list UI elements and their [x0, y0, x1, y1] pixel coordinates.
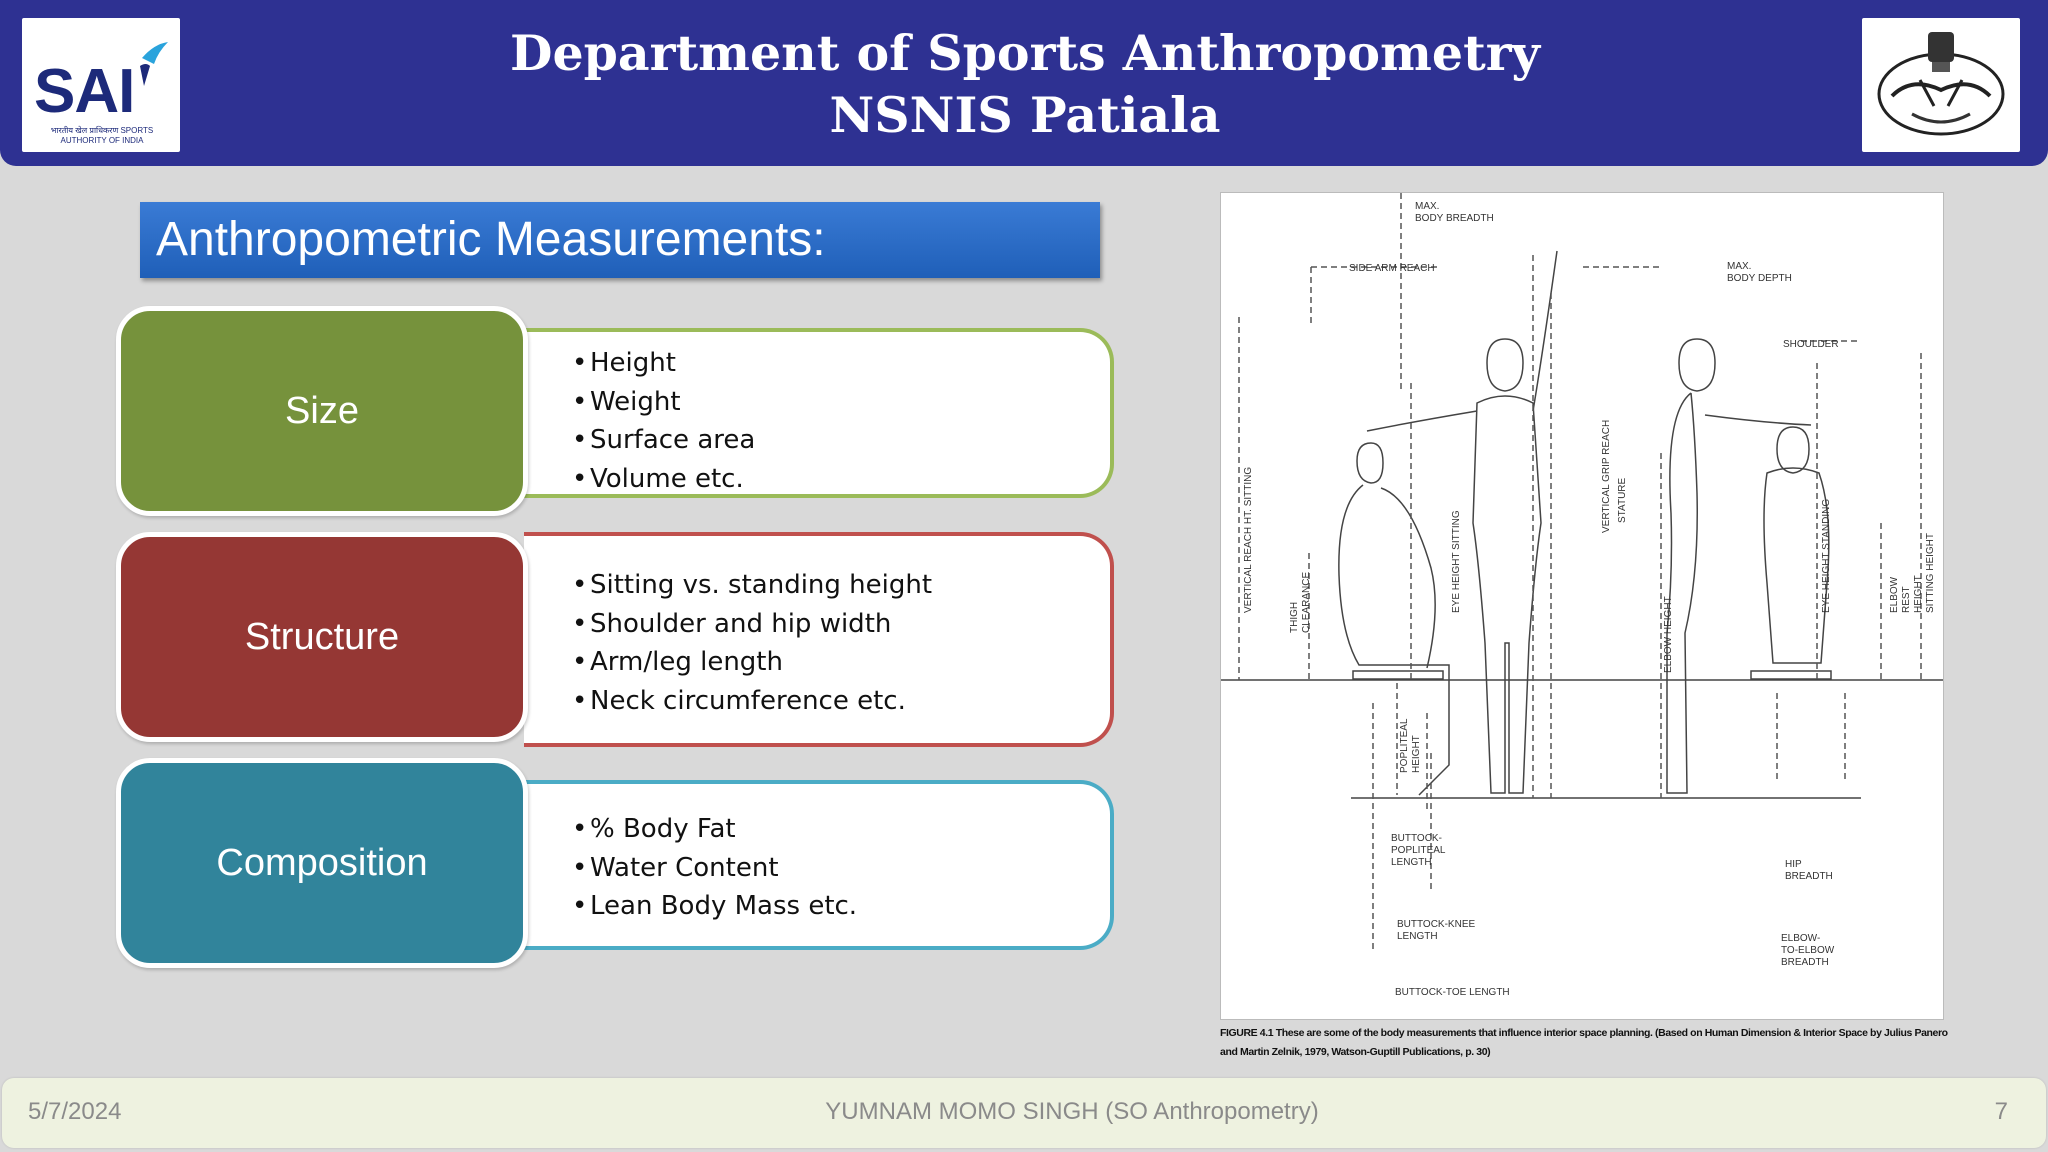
figure-label: BUTTOCK-TOE LENGTH: [1395, 987, 1510, 998]
anthropometry-figure: MAX. BODY BREADTH SIDE ARM REACH MAX. BO…: [1220, 192, 1944, 1020]
size-details-box: Height Weight Surface area Volume etc.: [524, 328, 1114, 498]
figure-label: ELBOW HEIGHT: [1663, 596, 1674, 673]
section-title: Anthropometric Measurements:: [140, 202, 1100, 278]
figure-label: ELBOW REST HEIGHT: [1889, 575, 1924, 613]
figure-label: ELBOW- TO-ELBOW BREADTH: [1781, 933, 1835, 968]
figure-label: SIDE ARM REACH: [1349, 263, 1435, 274]
list-item: Surface area: [572, 421, 1110, 460]
structure-category-label: Structure: [116, 532, 528, 742]
footer-author: YUMNAM MOMO SINGH (SO Anthropometry): [825, 1098, 1319, 1125]
figure-label: THIGH CLEARANCE: [1289, 571, 1312, 633]
size-list: Height Weight Surface area Volume etc.: [572, 344, 1110, 498]
structure-details-box: Sitting vs. standing height Shoulder and…: [524, 532, 1114, 747]
sai-logo: SAI भारतीय खेल प्राधिकरण SPORTS AUTHORIT…: [22, 18, 180, 152]
figure-label: MAX. BODY BREADTH: [1415, 201, 1494, 224]
figure-label: MAX. BODY DEPTH: [1727, 261, 1792, 284]
list-item: Height: [572, 344, 1110, 383]
header-banner: SAI भारतीय खेल प्राधिकरण SPORTS AUTHORIT…: [0, 0, 2048, 166]
list-item: Sitting vs. standing height: [572, 566, 1110, 605]
slide-footer: 5/7/2024 YUMNAM MOMO SINGH (SO Anthropom…: [2, 1078, 2046, 1148]
body-measurement-illustration: [1221, 193, 1943, 953]
list-item: Neck circumference etc.: [572, 682, 1110, 721]
list-item: Water Content: [572, 849, 1110, 888]
figure-label: VERTICAL REACH HT. SITTING: [1243, 466, 1254, 613]
header-title-line1: Department of Sports Anthropometry: [509, 24, 1540, 82]
figure-label: EYE HEIGHT SITTING: [1451, 510, 1462, 613]
figure-label: VERTICAL GRIP REACH: [1601, 419, 1612, 533]
figure-label: STATURE: [1617, 477, 1628, 523]
sai-logo-text: SAI: [34, 57, 135, 126]
list-item: % Body Fat: [572, 810, 1110, 849]
footer-page-number: 7: [1994, 1098, 2008, 1125]
figure-label: SHOULDER: [1783, 339, 1839, 350]
composition-details-box: % Body Fat Water Content Lean Body Mass …: [524, 780, 1114, 950]
nsnis-logo: [1862, 18, 2020, 152]
figure-caption: FIGURE 4.1 These are some of the body me…: [1220, 1027, 1948, 1058]
list-item: Shoulder and hip width: [572, 605, 1110, 644]
figure-label: SITTING HEIGHT: [1925, 533, 1936, 613]
size-category-label: Size: [116, 306, 528, 516]
header-title-line2: NSNIS Patiala: [829, 86, 1221, 144]
footer-date: 5/7/2024: [28, 1098, 122, 1125]
list-item: Arm/leg length: [572, 643, 1110, 682]
figure-label: BUTTOCK- POPLITEAL LENGTH: [1391, 833, 1446, 868]
national-emblem-icon: [1877, 32, 2005, 136]
sai-logo-subtext: भारतीय खेल प्राधिकरण SPORTS AUTHORITY OF…: [50, 126, 154, 145]
structure-list: Sitting vs. standing height Shoulder and…: [572, 566, 1110, 720]
figure-label: EYE HEIGHT STANDING: [1821, 498, 1832, 613]
list-item: Lean Body Mass etc.: [572, 887, 1110, 926]
composition-list: % Body Fat Water Content Lean Body Mass …: [572, 810, 1110, 926]
figure-label: POPLITEAL HEIGHT: [1399, 718, 1422, 773]
sai-bird-icon: [140, 42, 168, 86]
list-item: Volume etc.: [572, 460, 1110, 499]
figure-label: HIP BREADTH: [1785, 859, 1833, 882]
composition-category-label: Composition: [116, 758, 528, 968]
figure-label: BUTTOCK-KNEE LENGTH: [1397, 919, 1476, 942]
list-item: Weight: [572, 383, 1110, 422]
